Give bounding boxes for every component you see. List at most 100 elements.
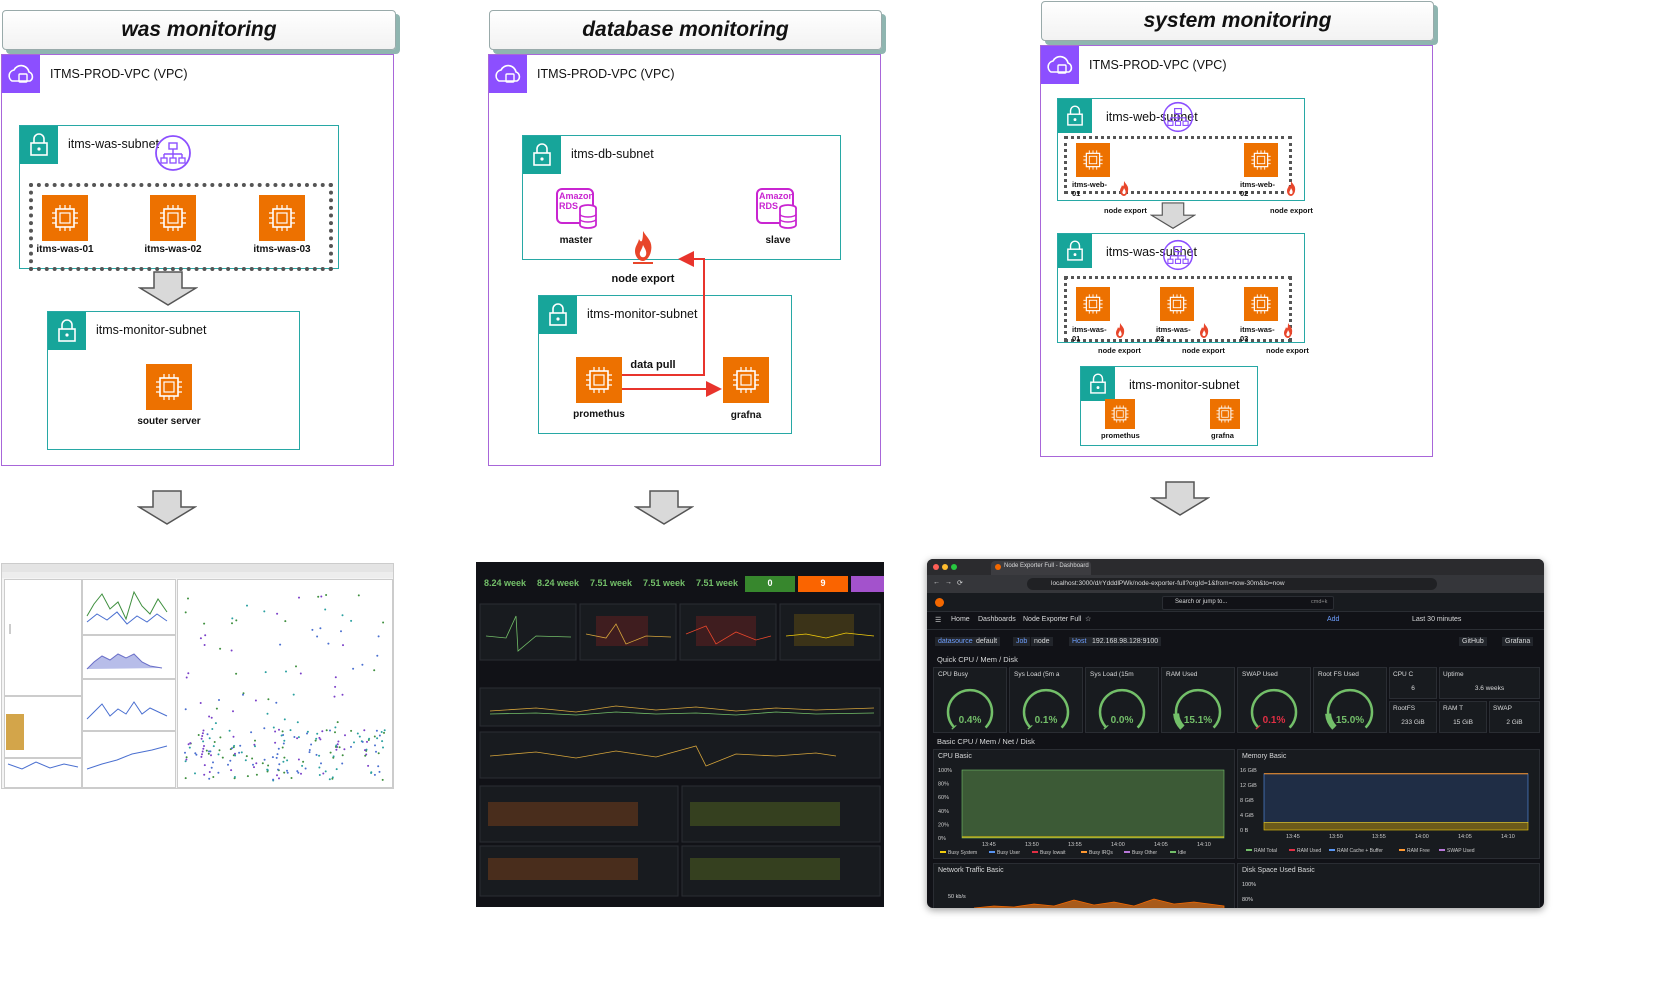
breadcrumb-dashboards[interactable]: Dashboards <box>978 616 1016 623</box>
prometheus-label: promethus <box>573 409 625 420</box>
var-select[interactable]: 192.168.98.128:9100 <box>1089 637 1162 646</box>
load-balancer-icon <box>1162 101 1194 133</box>
github-link[interactable]: GitHub <box>1459 637 1487 646</box>
gauge-value: 0.1% <box>1034 715 1058 726</box>
db-dashboard-panels <box>479 603 881 897</box>
scatter-point <box>318 766 321 769</box>
breadcrumb-home[interactable]: Home <box>951 616 970 623</box>
instance-label: itms-was-01 <box>36 244 94 255</box>
var-select[interactable]: default <box>973 637 1001 646</box>
gauge-value-arc <box>1255 724 1261 730</box>
var-select[interactable]: node <box>1031 637 1053 646</box>
scatter-point <box>264 671 267 674</box>
vpc-container: ITMS-PROD-VPC (VPC) itms-web-subnet itms… <box>1040 45 1433 457</box>
gauge-threshold <box>946 688 994 729</box>
scatter-point <box>317 595 320 598</box>
down-arrow-icon <box>633 490 695 531</box>
grafana-topbar: Search or jump to... cmd+k <box>927 593 1544 612</box>
node-export-label: node export <box>1270 206 1313 215</box>
scatter-point <box>219 647 222 650</box>
scatter-point <box>364 749 366 752</box>
scatter-point <box>310 743 313 746</box>
maximize-window-icon[interactable] <box>951 564 957 570</box>
stat-value: 2 GiB <box>1506 719 1523 726</box>
ram-used-area <box>1263 822 1529 831</box>
grafana-logo-icon[interactable] <box>935 598 944 607</box>
scatter-point <box>370 771 373 774</box>
stat-title: SWAP <box>1493 705 1512 712</box>
scatter-point <box>205 749 208 752</box>
scatter-point <box>334 731 336 734</box>
url-field[interactable]: localhost:3000/d/rYdddlPWk/node-exporter… <box>1027 578 1437 590</box>
scatter-point <box>297 771 300 774</box>
java-monitor-plots <box>7 590 168 770</box>
browser-tab[interactable]: Node Exporter Full - Dashboard <box>991 561 1091 575</box>
scatter-point <box>335 768 338 771</box>
reload-icon[interactable]: ⟳ <box>957 580 963 587</box>
scatter-point <box>203 764 206 767</box>
scatter-point <box>283 718 286 721</box>
scatter-point <box>246 604 248 607</box>
lock-icon <box>48 312 86 350</box>
scatter-point <box>208 715 211 718</box>
star-icon[interactable]: ☆ <box>1085 616 1092 623</box>
fire-icon <box>1113 321 1127 346</box>
legend-label: Idle <box>1178 850 1186 856</box>
scatter-point <box>250 731 253 734</box>
add-button[interactable]: Add <box>1327 616 1340 623</box>
scatter-point <box>350 729 353 732</box>
stat-box: 8.24 week <box>533 576 583 592</box>
network-chart <box>973 898 1225 908</box>
scatter-point <box>350 619 353 622</box>
scatter-point <box>367 764 370 767</box>
scatter-point <box>337 740 340 743</box>
scatter-point <box>353 741 355 744</box>
subnet-label: itms-monitor-subnet <box>96 323 207 337</box>
scatter-point <box>217 753 220 756</box>
scatter-point <box>184 751 186 754</box>
subnet-label: itms-monitor-subnet <box>587 307 698 321</box>
back-icon[interactable]: ← <box>933 579 940 586</box>
server-label: souter server <box>137 416 201 427</box>
scatter-point <box>320 762 322 765</box>
stat-value: 15 GiB <box>1453 719 1473 726</box>
scatter-point <box>203 773 206 776</box>
scatter-point <box>378 770 381 773</box>
rds-slave-label: slave <box>765 235 791 246</box>
menu-icon[interactable]: ☰ <box>935 617 942 624</box>
time-range-picker[interactable]: Last 30 minutes <box>1412 616 1462 623</box>
gauge-title: RAM Used <box>1166 671 1198 678</box>
scatter-point <box>218 749 221 752</box>
grafana-ec2-icon <box>723 357 769 403</box>
rds-text: Amazon <box>559 191 595 201</box>
scatter-point <box>254 699 257 702</box>
scatter-point <box>283 756 286 759</box>
grafana-link[interactable]: Grafana <box>1502 637 1534 646</box>
scatter-point <box>202 729 205 732</box>
scatter-point <box>266 712 269 715</box>
scatter-point <box>217 771 220 774</box>
scatter-point <box>334 685 337 688</box>
close-window-icon[interactable] <box>933 564 939 570</box>
forward-icon[interactable]: → <box>945 579 952 586</box>
scatter-point <box>344 734 346 737</box>
search-input[interactable]: Search or jump to... cmd+k <box>1162 596 1334 610</box>
db-subnet: itms-db-subnet Amazon RDS master Amazon … <box>522 135 841 260</box>
scatter-point <box>276 753 279 756</box>
minimize-window-icon[interactable] <box>942 564 948 570</box>
legend-swatch <box>1329 849 1335 851</box>
scatter-point <box>263 610 266 613</box>
node-export-label: node export <box>1104 206 1147 215</box>
scatter-point <box>378 734 381 737</box>
scatter-point <box>297 758 300 761</box>
scatter-point <box>342 644 344 647</box>
row-header[interactable]: Basic CPU / Mem / Net / Disk <box>937 737 1035 746</box>
tab-title: Node Exporter Full - Dashboard <box>1004 563 1089 569</box>
scatter-point <box>203 644 206 646</box>
scatter-point <box>218 699 220 701</box>
row-header[interactable]: Quick CPU / Mem / Disk <box>937 655 1018 664</box>
